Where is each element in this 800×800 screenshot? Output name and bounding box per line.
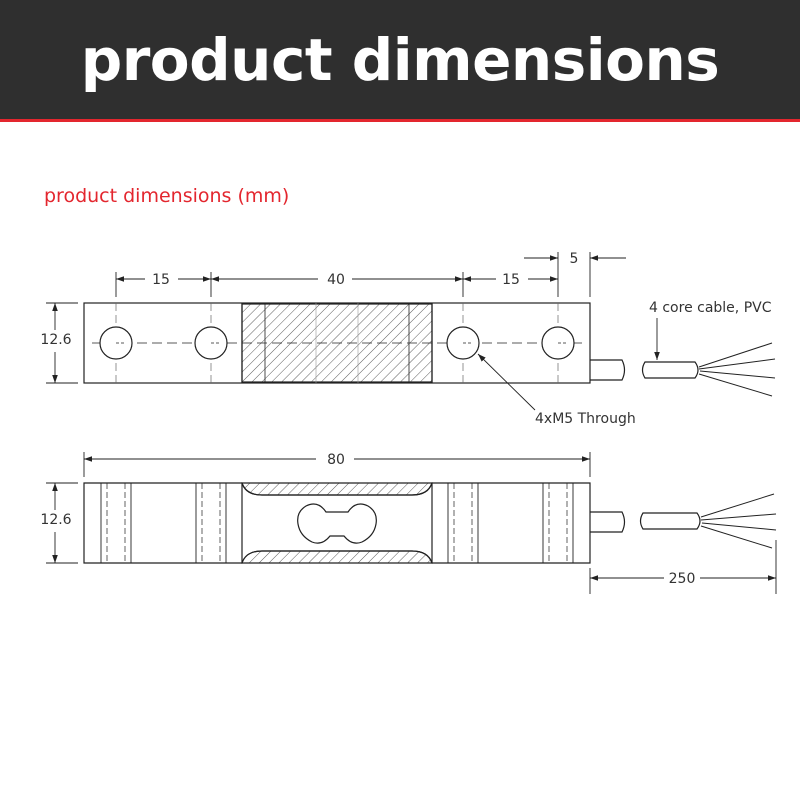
dim-label-40: 40: [327, 272, 345, 288]
groove-bottom: [241, 550, 433, 564]
top-view-dimensions: [46, 252, 660, 411]
side-view: [83, 482, 777, 564]
side-cable-stub: [590, 511, 626, 533]
dim-label-15-right: 15: [502, 272, 520, 288]
cable-annotation: 4 core cable, PVC: [649, 300, 772, 316]
dim-label-15-left: 15: [152, 272, 170, 288]
dim-label-5: 5: [570, 251, 579, 267]
section-subtitle: product dimensions (mm): [44, 185, 290, 207]
strain-cutout: [297, 503, 377, 544]
dim-label-80: 80: [327, 452, 345, 468]
holes-annotation: 4xM5 Through: [535, 411, 636, 427]
dim-label-height-top: 12.6: [40, 332, 71, 348]
side-view-dimensions: [46, 452, 777, 594]
dim-label-height-side: 12.6: [40, 512, 71, 528]
page-title: product dimensions: [80, 26, 720, 94]
cable-end: [641, 361, 699, 379]
groove-top: [241, 482, 433, 496]
cable-stub: [590, 359, 626, 381]
side-cable-end: [639, 512, 701, 530]
header-banner: [0, 0, 800, 119]
top-view-body: [83, 302, 591, 384]
dim-label-250: 250: [669, 571, 696, 587]
header-accent-line: [0, 119, 800, 122]
top-view: [83, 302, 776, 397]
